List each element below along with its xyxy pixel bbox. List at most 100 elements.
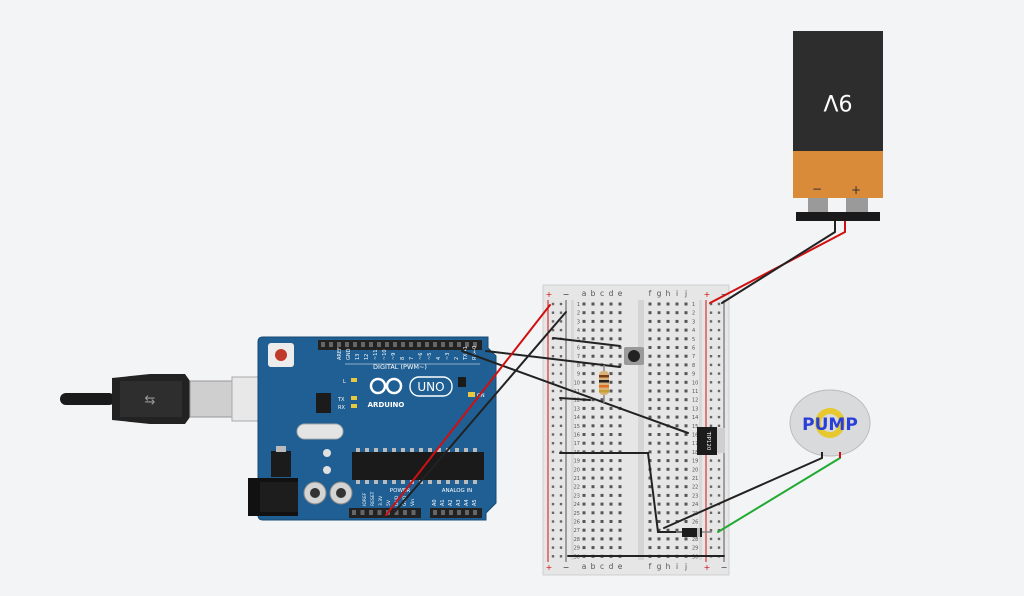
pump-label: PUMP: [802, 415, 858, 435]
column-label: i: [676, 562, 678, 571]
wire-black: [559, 452, 691, 533]
led-rx: [351, 404, 357, 408]
column-label: d: [609, 289, 614, 298]
row-label: 20: [574, 467, 580, 473]
row-label: 12: [692, 398, 698, 404]
row-label: 6: [577, 346, 580, 352]
power-pin-label: IOREF: [362, 492, 368, 506]
column-label: j: [684, 562, 687, 571]
9v-battery[interactable]: 9V − +: [793, 31, 883, 232]
digital-pin-label: 13: [355, 354, 361, 360]
power-pin-label: 3.3V: [378, 495, 384, 506]
digital-label: DIGITAL (PWM~): [373, 363, 427, 371]
row-label: 1: [692, 302, 695, 308]
column-label: c: [600, 562, 604, 571]
digital-pin-label: TX→1: [463, 346, 469, 361]
digital-pin-label: ~9: [391, 353, 397, 360]
digital-pin-label: ~3: [445, 353, 451, 360]
row-label: 8: [692, 363, 695, 369]
row-label: 13: [692, 406, 698, 412]
row-label: 21: [574, 476, 580, 482]
row-label: 15: [574, 424, 580, 430]
led-tx-label: TX: [337, 397, 345, 403]
row-label: 3: [577, 319, 580, 325]
row-label: 9: [692, 372, 695, 378]
led-l-label: L: [343, 379, 346, 385]
row-label: 7: [692, 354, 695, 360]
wires[interactable]: [385, 231, 846, 557]
rail-minus-label: −: [563, 563, 570, 572]
power-pin-label: Vin: [410, 499, 416, 506]
battery-plus-label: +: [851, 183, 861, 197]
push-button[interactable]: [624, 347, 644, 365]
led-l: [351, 378, 357, 382]
row-label: 13: [574, 406, 580, 412]
analog-pin-label: A3: [456, 499, 462, 506]
rail-minus-label: −: [563, 290, 570, 299]
power-label: POWER: [390, 488, 411, 494]
wire-black: [485, 350, 621, 368]
column-label: i: [676, 289, 678, 298]
usb-cable[interactable]: ⇆: [60, 374, 291, 424]
atmega-chip: [352, 452, 484, 480]
row-label: 26: [692, 520, 698, 526]
wire-black: [391, 311, 567, 516]
column-label: g: [657, 562, 662, 571]
wire-black: [559, 397, 591, 401]
analog-pin-label: A2: [448, 499, 454, 506]
row-label: 9: [577, 372, 580, 378]
row-label: 22: [692, 485, 698, 491]
row-label: 8: [577, 363, 580, 369]
digital-pin-label: 2: [454, 357, 460, 360]
diode: [676, 528, 712, 537]
arduino-logo: ARDUINO UNO: [368, 376, 453, 409]
crystal-oscillator: [296, 423, 344, 440]
digital-pin-label: 12: [364, 354, 370, 360]
led-on: [468, 392, 475, 397]
row-label: 7: [577, 354, 580, 360]
digital-pin-label: ~5: [427, 353, 433, 360]
column-label: e: [618, 562, 623, 571]
uno-label: UNO: [417, 380, 444, 394]
row-label: 17: [692, 441, 698, 447]
wire-black: [663, 457, 823, 529]
row-label: 16: [692, 433, 698, 439]
row-label: 10: [574, 380, 580, 386]
analog-header: [430, 508, 482, 518]
rail-plus-label: +: [546, 563, 553, 572]
row-label: 24: [574, 502, 580, 508]
row-label: 18: [692, 450, 698, 456]
pump-motor[interactable]: PUMP: [789, 389, 871, 458]
tip120-transistor: TIP120: [697, 427, 725, 455]
row-label: 15: [692, 424, 698, 430]
battery-label: 9V: [823, 89, 852, 114]
row-label: 17: [574, 441, 580, 447]
usb-chip: [316, 393, 331, 413]
column-label: c: [600, 289, 604, 298]
row-label: 1: [577, 302, 580, 308]
digital-pin-label: AREF: [337, 347, 343, 360]
row-label: 19: [692, 459, 698, 465]
power-pin-label: 5V: [386, 499, 392, 506]
column-label: a: [582, 562, 587, 571]
row-label: 25: [574, 511, 580, 517]
analog-pin-label: A4: [464, 499, 470, 506]
row-label: 14: [692, 415, 698, 421]
digital-header: [318, 340, 482, 350]
row-label: 19: [574, 459, 580, 465]
row-label: 5: [577, 337, 580, 343]
row-label: 6: [692, 346, 695, 352]
rail-minus-label: −: [721, 563, 728, 572]
column-label: e: [618, 289, 623, 298]
row-label: 21: [692, 476, 698, 482]
row-label: 24: [692, 502, 698, 508]
row-label: 10: [692, 380, 698, 386]
row-label: 4: [577, 328, 580, 334]
analog-pin-label: A0: [432, 499, 438, 506]
digital-pin-label: 7: [409, 357, 415, 360]
row-label: 22: [574, 485, 580, 491]
